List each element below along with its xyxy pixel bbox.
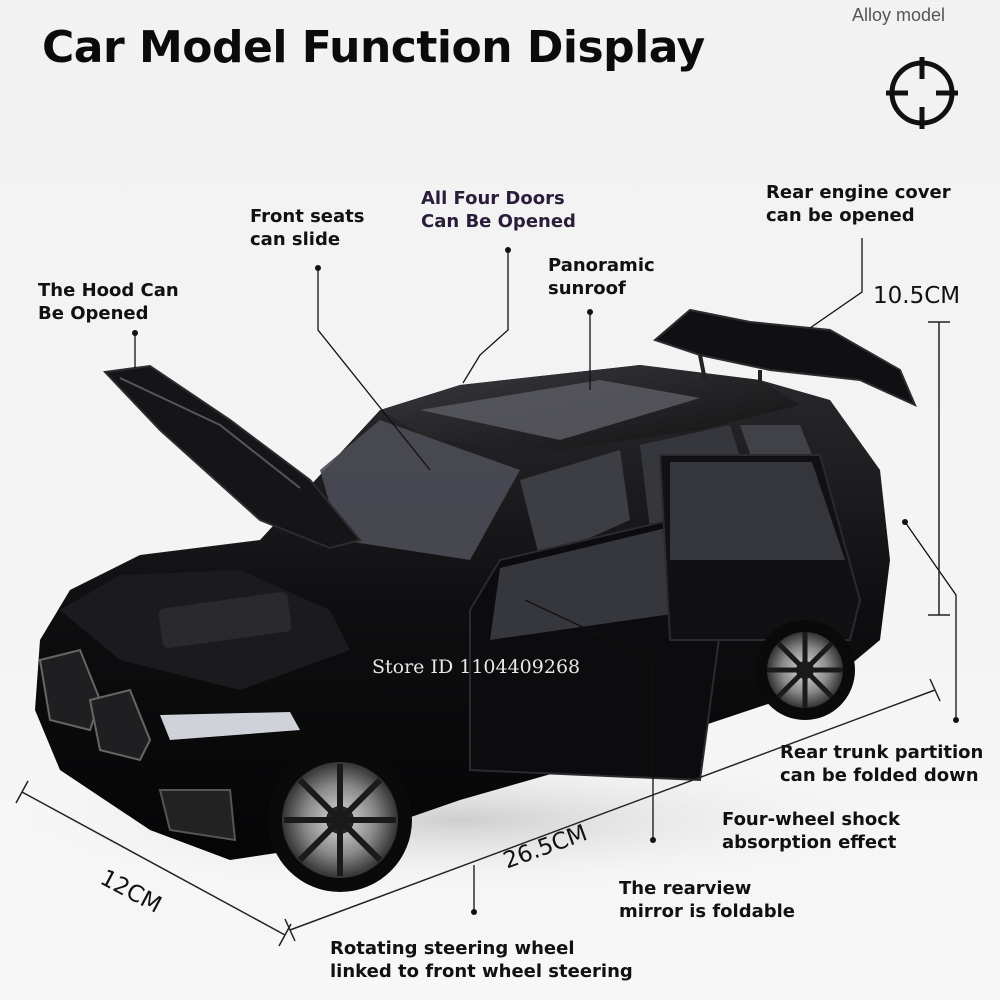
alloy-model-label: Alloy model [852, 5, 946, 25]
mirror-leader [524, 599, 654, 840]
rear-wheel [755, 620, 855, 720]
callout-sunroof: Panoramic sunroof [548, 255, 655, 299]
front-wheel [268, 748, 412, 892]
height-dimension-label: 10.5CM [873, 283, 961, 309]
width-dimension-line [21, 791, 286, 936]
side-window-front [520, 450, 630, 560]
open-hood [102, 364, 362, 550]
page-title: Car Model Function Display [42, 22, 705, 73]
rear-engine-leader [809, 238, 863, 329]
callout-trunk-partition: Rear trunk partition can be folded down [780, 742, 984, 786]
callout-four-doors: All Four Doors Can Be Opened [421, 188, 576, 232]
callout-rear-engine-cover: Rear engine cover can be opened [766, 182, 951, 226]
store-id-watermark: Store ID 1104409268 [372, 656, 581, 678]
windshield [320, 420, 520, 560]
four-doors-leader [462, 250, 509, 384]
crosshair-icon [886, 57, 958, 129]
callout-front-seats: Front seats can slide [250, 206, 365, 250]
callout-steering-wheel: Rotating steering wheel linked to front … [330, 938, 633, 982]
length-dimension-line [289, 689, 936, 931]
front-seats-leader [317, 268, 431, 471]
callout-hood: The Hood Can Be Opened [38, 280, 179, 324]
trunk-partition-leader [904, 521, 957, 720]
rear-engine-cover-open [653, 308, 917, 407]
callout-shock-absorption: Four-wheel shock absorption effect [722, 809, 900, 853]
headlight [160, 712, 300, 740]
sunroof-glass [420, 380, 700, 440]
callout-rearview-mirror: The rearview mirror is foldable [619, 878, 796, 922]
